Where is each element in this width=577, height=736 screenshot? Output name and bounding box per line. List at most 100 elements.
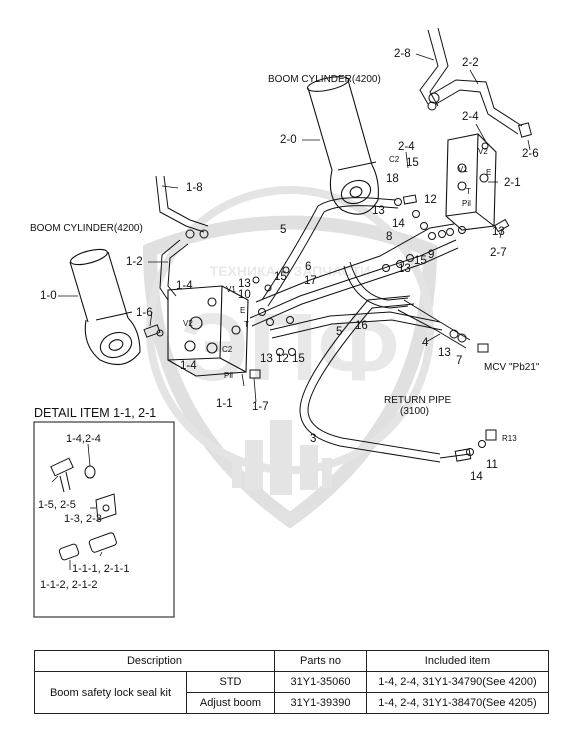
port-e: E <box>240 306 245 315</box>
callout-1-8: 1-8 <box>186 182 203 194</box>
callout-1-0: 1-0 <box>40 290 57 302</box>
pipe-1-8 <box>155 175 209 239</box>
detail-label-1: 1-4,2-4 <box>66 433 101 445</box>
hose-upper-cross <box>249 223 459 327</box>
callout-8: 8 <box>386 231 392 243</box>
callout-15-lower: 15 <box>292 353 305 365</box>
callout-13-right: 13 <box>492 226 505 238</box>
included-item-cell: 1-4, 2-4, 31Y1-38470(See 4205) <box>366 692 549 714</box>
hydraulic-piping-diagram: ЭПФ ТЕХНИКА И ЗАПЧАСТИ <box>30 27 540 618</box>
seal-kit-table: Description Parts no Included item Boom … <box>34 650 549 714</box>
callout-4: 4 <box>422 337 429 349</box>
hose-5 <box>261 197 399 307</box>
callout-13: 13 <box>372 205 385 217</box>
callout-13-lower: 13 <box>260 353 273 365</box>
detail-label-3: 1-3, 2-3 <box>64 513 102 525</box>
hose-4 <box>397 299 471 349</box>
hose-16 <box>269 261 443 339</box>
label-return-pipe: RETURN PIPE <box>384 395 452 406</box>
callout-14: 14 <box>392 218 405 230</box>
variant-cell: Adjust boom <box>186 692 275 714</box>
watermark-logo: ЭПФ <box>180 294 399 401</box>
port-pil: Pil <box>462 199 471 208</box>
port-pil-lower: Pil <box>224 371 233 380</box>
callout-15-right: 15 <box>414 255 427 267</box>
header-parts-no: Parts no <box>274 650 367 672</box>
detail-label-4: 1-1-1, 2-1-1 <box>72 563 129 575</box>
label-boom-cylinder-top: BOOM CYLINDER(4200) <box>268 74 381 85</box>
callout-1-7: 1-7 <box>252 401 269 413</box>
port-t-lower: T <box>244 320 249 329</box>
label-mcv: MCV "Pb21" <box>484 362 540 373</box>
callout-5-lower: 5 <box>336 326 342 338</box>
callout-7: 7 <box>456 355 462 367</box>
callout-1-4: 1-4 <box>176 280 193 292</box>
callout-5: 5 <box>280 224 286 236</box>
callout-18: 18 <box>386 173 399 185</box>
table-row: Adjust boom 31Y1-39390 1-4, 2-4, 31Y1-38… <box>35 692 549 714</box>
callout-11: 11 <box>486 459 498 471</box>
leader-lines <box>58 53 531 403</box>
callout-1-1: 1-1 <box>216 398 233 410</box>
callout-17: 17 <box>304 275 317 287</box>
pipe-1-2 <box>159 239 189 301</box>
callout-2-0: 2-0 <box>280 134 297 146</box>
watermark-buildings <box>232 420 332 495</box>
port-v2-lower: V2 <box>183 319 193 328</box>
callout-2-2: 2-2 <box>462 57 479 69</box>
callout-2-1: 2-1 <box>504 177 521 189</box>
callout-14-lower: 14 <box>470 471 483 483</box>
kit-description: Boom safety lock seal kit <box>34 671 187 714</box>
callouts: 2-8 2-2 2-4 2-6 2-0 2-4 15 2-1 1-8 18 12… <box>40 48 539 483</box>
part-number-cell: 31Y1-39390 <box>274 692 367 714</box>
port-v1: V1 <box>458 165 468 174</box>
fittings <box>143 122 532 456</box>
callout-2-4: 2-4 <box>462 111 479 123</box>
port-c2: C2 <box>389 155 400 164</box>
return-pipe-3 <box>299 295 472 463</box>
included-item-cell: 1-4, 2-4, 31Y1-34790(See 4200) <box>366 671 549 693</box>
callout-1-4-lower: 1-4 <box>180 360 197 372</box>
label-r13: R13 <box>502 434 517 443</box>
pipe-2-2 <box>427 79 523 135</box>
detail-inset: DETAIL ITEM 1-1, 2-1 1-4,2-4 1-5, 2-5 1-… <box>33 406 175 618</box>
port-v2: V2 <box>478 147 488 156</box>
callout-16: 16 <box>355 320 368 332</box>
callout-15-mid: 15 <box>274 271 287 283</box>
callout-2-8: 2-8 <box>394 48 411 60</box>
header-included-item: Included item <box>366 650 549 672</box>
callout-3: 3 <box>310 433 316 445</box>
callout-1-6: 1-6 <box>136 307 153 319</box>
boom-cylinder-top <box>306 76 379 215</box>
callout-9: 9 <box>428 249 434 261</box>
callout-1-2: 1-2 <box>126 256 143 268</box>
port-v1-lower: V1 <box>226 285 236 294</box>
callout-2-4-second: 2-4 <box>398 141 415 153</box>
port-c2-lower: C2 <box>222 345 233 354</box>
safety-valve-2-1 <box>445 133 497 231</box>
callout-13-mid: 13 <box>398 263 411 275</box>
callout-15: 15 <box>406 157 419 169</box>
boom-cylinder-left <box>69 248 141 366</box>
table-header-row: Description Parts no Included item <box>34 650 549 672</box>
detail-label-2: 1-5, 2-5 <box>38 499 76 511</box>
port-e-upper: E <box>486 168 491 177</box>
callout-13-left: 13 <box>238 278 251 290</box>
detail-label-5: 1-1-2, 2-1-2 <box>40 579 97 591</box>
callout-10: 10 <box>238 289 251 301</box>
callout-2-7: 2-7 <box>490 247 507 259</box>
header-description: Description <box>34 650 275 672</box>
detail-title: DETAIL ITEM 1-1, 2-1 <box>34 406 156 420</box>
part-number-cell: 31Y1-35060 <box>274 671 367 693</box>
callout-12-lower: 12 <box>276 353 289 365</box>
label-return-pipe-size: (3100) <box>400 406 429 417</box>
port-marks: C2 V1 T Pil V2 V1 E T V2 C2 Pil E <box>183 147 491 380</box>
variant-cell: STD <box>186 671 275 693</box>
table-row: Boom safety lock seal kit STD 31Y1-35060… <box>34 671 549 714</box>
callout-12: 12 <box>424 194 437 206</box>
pipe-2-8 <box>419 27 449 107</box>
label-boom-cylinder-left: BOOM CYLINDER(4200) <box>30 223 143 234</box>
callout-2-6: 2-6 <box>522 148 539 160</box>
callout-6: 6 <box>305 261 311 273</box>
callout-13-lower-right: 13 <box>438 347 451 359</box>
